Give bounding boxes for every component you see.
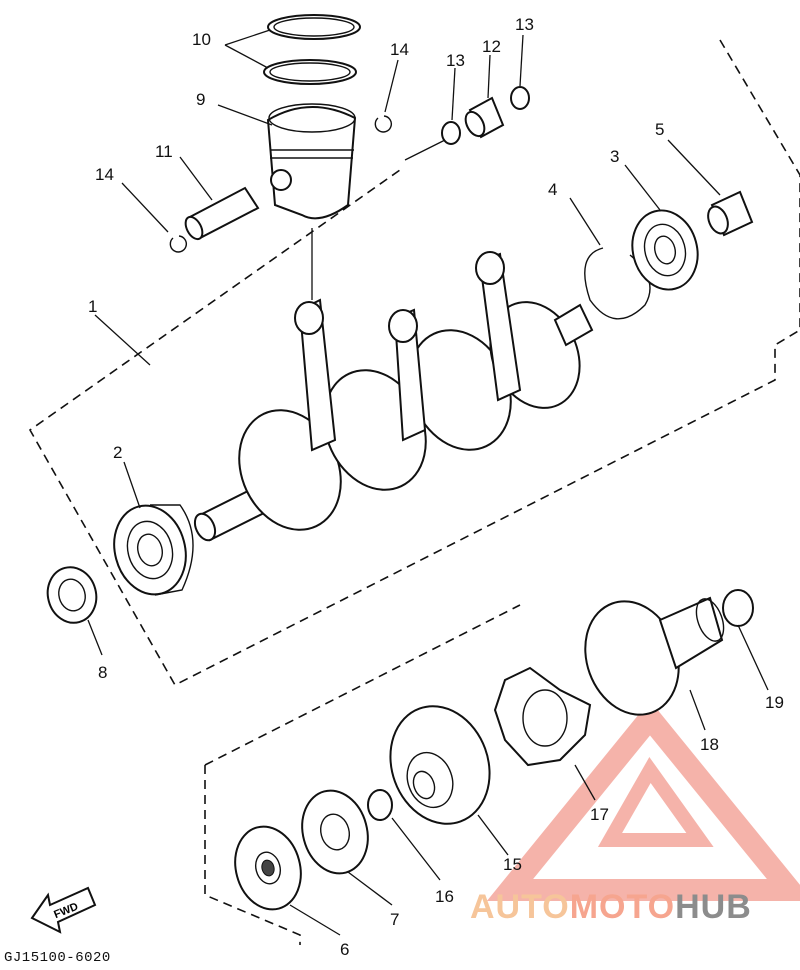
watermark-auto: AUTO (470, 888, 570, 926)
callout-10: 10 (192, 30, 211, 49)
callout-1: 1 (88, 297, 97, 316)
watermark-logo-icon (486, 700, 800, 901)
diagram-part-code: GJ15100-6020 (4, 950, 111, 966)
leader-lines (87, 29, 769, 936)
coupling-hub (584, 596, 725, 716)
washer-13a-icon (441, 121, 461, 145)
piston-rings (263, 14, 361, 85)
callout-5: 5 (655, 120, 664, 139)
needle-bearing (707, 190, 754, 237)
rubber-damper (493, 666, 592, 767)
callout-16: 16 (435, 887, 454, 906)
crankshaft (193, 251, 594, 542)
callout-13a: 13 (446, 51, 465, 70)
callout-14b: 14 (390, 40, 409, 59)
callout-labels: 10 9 11 14 14 13 12 13 4 3 5 1 2 8 19 18… (88, 15, 784, 959)
callout-11: 11 (155, 142, 173, 161)
callout-12: 12 (482, 37, 501, 56)
spacer-7 (301, 789, 369, 875)
fwd-arrow-icon: FWD (30, 886, 97, 934)
callout-17: 17 (590, 805, 609, 824)
callout-15: 15 (503, 855, 522, 874)
shim-19-icon (722, 589, 754, 627)
callout-18: 18 (700, 735, 719, 754)
callout-6: 6 (340, 940, 349, 959)
main-bearing-right (631, 209, 699, 291)
piston-pin (184, 186, 260, 241)
main-bearing-left (113, 504, 194, 596)
watermark-wordmark: AUTOMOTOHUB (470, 888, 752, 927)
o-ring-16-icon (367, 789, 393, 821)
callout-3: 3 (610, 147, 619, 166)
small-end-bearing (464, 96, 505, 139)
crankshaft-assembly-boundary (28, 39, 800, 687)
washer-13b-icon (510, 86, 530, 110)
coupling-cup (389, 705, 491, 825)
watermark-moto: MOTO (569, 888, 676, 926)
callout-13b: 13 (515, 15, 534, 34)
watermark-hub: HUB (675, 888, 752, 926)
callout-8: 8 (98, 663, 107, 682)
callout-4: 4 (548, 180, 557, 199)
circlip-right-icon (374, 115, 393, 133)
circlip-left-icon (169, 235, 188, 253)
piston (266, 103, 357, 220)
callout-2: 2 (113, 443, 122, 462)
oil-seal-6 (234, 825, 302, 911)
callout-14a: 14 (95, 165, 114, 184)
callout-7: 7 (390, 910, 399, 929)
callout-19: 19 (765, 693, 784, 712)
pump-assembly-boundary (204, 765, 301, 945)
callout-9: 9 (196, 90, 205, 109)
oil-seal (46, 566, 98, 624)
